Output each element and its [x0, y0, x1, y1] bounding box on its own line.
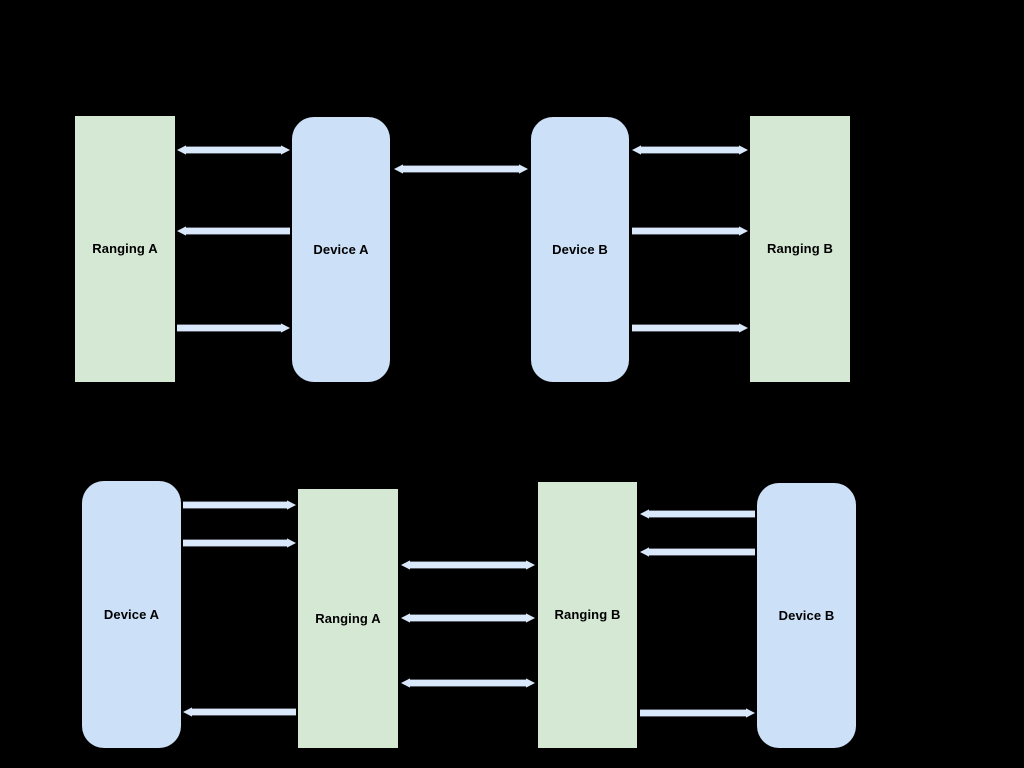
edge-shaft [632, 227, 739, 235]
node-top-ranging-a[interactable]: Ranging A [75, 116, 175, 382]
edge-t7[interactable] [632, 323, 748, 333]
node-bot-ranging-a[interactable]: Ranging A [298, 489, 398, 748]
edge-b1[interactable] [183, 500, 296, 510]
arrowhead-right-icon [526, 613, 535, 623]
arrowhead-left-icon [177, 226, 186, 236]
arrowhead-right-icon [281, 145, 290, 155]
node-label-top-device-a: Device A [313, 241, 369, 257]
edge-t2[interactable] [177, 226, 290, 236]
arrowhead-right-icon [287, 500, 296, 510]
edge-b6[interactable] [401, 678, 535, 688]
edge-shaft [641, 146, 739, 154]
node-label-bot-device-b: Device B [778, 607, 835, 623]
arrowhead-left-icon [183, 707, 192, 717]
edge-b5[interactable] [401, 613, 535, 623]
node-top-device-a[interactable]: Device A [292, 117, 390, 382]
edge-b8[interactable] [640, 547, 755, 557]
edge-shaft [177, 324, 281, 332]
edge-shaft [649, 548, 755, 556]
edge-b7[interactable] [640, 509, 755, 519]
arrowhead-left-icon [401, 560, 410, 570]
arrowhead-right-icon [526, 560, 535, 570]
edge-shaft [183, 501, 287, 509]
edge-b4[interactable] [401, 560, 535, 570]
arrowhead-right-icon [281, 323, 290, 333]
arrowhead-right-icon [526, 678, 535, 688]
edge-shaft [410, 614, 526, 622]
arrowhead-left-icon [640, 509, 649, 519]
edge-shaft [186, 227, 290, 235]
node-top-ranging-b[interactable]: Ranging B [750, 116, 850, 382]
edge-b3[interactable] [183, 707, 296, 717]
arrowhead-right-icon [739, 226, 748, 236]
node-label-top-device-b: Device B [552, 241, 608, 257]
edge-t5[interactable] [632, 145, 748, 155]
arrowhead-right-icon [739, 145, 748, 155]
edge-t4[interactable] [394, 164, 528, 174]
node-label-bot-device-a: Device A [103, 606, 160, 622]
arrowhead-left-icon [401, 678, 410, 688]
node-bot-device-b[interactable]: Device B [757, 483, 856, 748]
arrowhead-left-icon [401, 613, 410, 623]
arrowhead-right-icon [746, 708, 755, 718]
edge-t6[interactable] [632, 226, 748, 236]
edge-shaft [186, 146, 281, 154]
arrowhead-right-icon [287, 538, 296, 548]
edge-b9[interactable] [640, 708, 755, 718]
edge-shaft [183, 539, 287, 547]
arrowhead-left-icon [632, 145, 641, 155]
edge-shaft [410, 561, 526, 569]
edge-shaft [649, 510, 755, 518]
node-bot-ranging-b[interactable]: Ranging B [538, 482, 637, 748]
arrowhead-left-icon [640, 547, 649, 557]
edge-b2[interactable] [183, 538, 296, 548]
node-label-bot-ranging-b: Ranging B [554, 607, 621, 623]
node-label-bot-ranging-a: Ranging A [315, 610, 381, 626]
edge-shaft [192, 708, 296, 716]
node-label-top-ranging-a: Ranging A [92, 241, 158, 257]
edge-shaft [640, 709, 746, 717]
node-label-top-ranging-b: Ranging B [767, 241, 833, 257]
edge-t1[interactable] [177, 145, 290, 155]
arrowhead-left-icon [177, 145, 186, 155]
edge-shaft [632, 324, 739, 332]
arrowhead-right-icon [519, 164, 528, 174]
edge-t3[interactable] [177, 323, 290, 333]
edge-shaft [403, 165, 519, 173]
edge-shaft [410, 679, 526, 687]
node-top-device-b[interactable]: Device B [531, 117, 629, 382]
arrowhead-right-icon [739, 323, 748, 333]
arrowhead-left-icon [394, 164, 403, 174]
node-bot-device-a[interactable]: Device A [82, 481, 181, 748]
